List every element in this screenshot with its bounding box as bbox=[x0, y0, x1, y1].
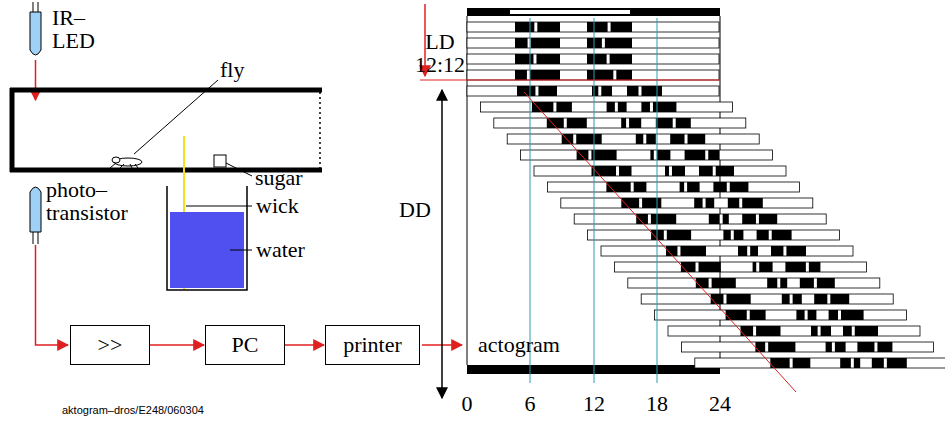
fly bbox=[110, 157, 142, 168]
label: sugar bbox=[255, 166, 325, 189]
label: 12 bbox=[574, 392, 614, 415]
label: fly bbox=[220, 58, 260, 81]
label: IR– LED bbox=[52, 6, 102, 52]
leader-line bbox=[226, 163, 252, 176]
label: 0 bbox=[447, 392, 487, 415]
process-box: PC bbox=[205, 325, 285, 365]
box-label: PC bbox=[226, 332, 265, 358]
label: water bbox=[256, 238, 326, 261]
signal-wire bbox=[36, 245, 69, 345]
label: wick bbox=[256, 194, 316, 217]
label: aktogram–dros/E248/060304 bbox=[62, 404, 262, 417]
box-label: >> bbox=[92, 332, 129, 358]
label: photo– transistor bbox=[46, 178, 156, 224]
label: 18 bbox=[637, 392, 677, 415]
leader-line bbox=[230, 250, 252, 251]
signal-arrow bbox=[150, 344, 204, 346]
process-box: printer bbox=[325, 325, 420, 365]
label: actogram bbox=[478, 333, 588, 356]
label: 24 bbox=[700, 392, 740, 415]
ir-led bbox=[30, 2, 41, 55]
box-label: printer bbox=[337, 332, 408, 358]
water-glass bbox=[167, 186, 247, 290]
dd-arrow bbox=[441, 90, 443, 398]
label: LD 12:12 bbox=[400, 30, 480, 76]
actogram-rows bbox=[467, 22, 945, 368]
leader-line bbox=[134, 80, 218, 154]
signal-arrow bbox=[285, 344, 324, 346]
leader-line bbox=[186, 206, 252, 207]
guide-lines bbox=[420, 18, 796, 392]
process-box: >> bbox=[70, 325, 150, 365]
label: DD bbox=[395, 198, 435, 221]
photo-transistor bbox=[30, 187, 41, 244]
ir-beam bbox=[35, 60, 37, 100]
label: 6 bbox=[510, 392, 550, 415]
